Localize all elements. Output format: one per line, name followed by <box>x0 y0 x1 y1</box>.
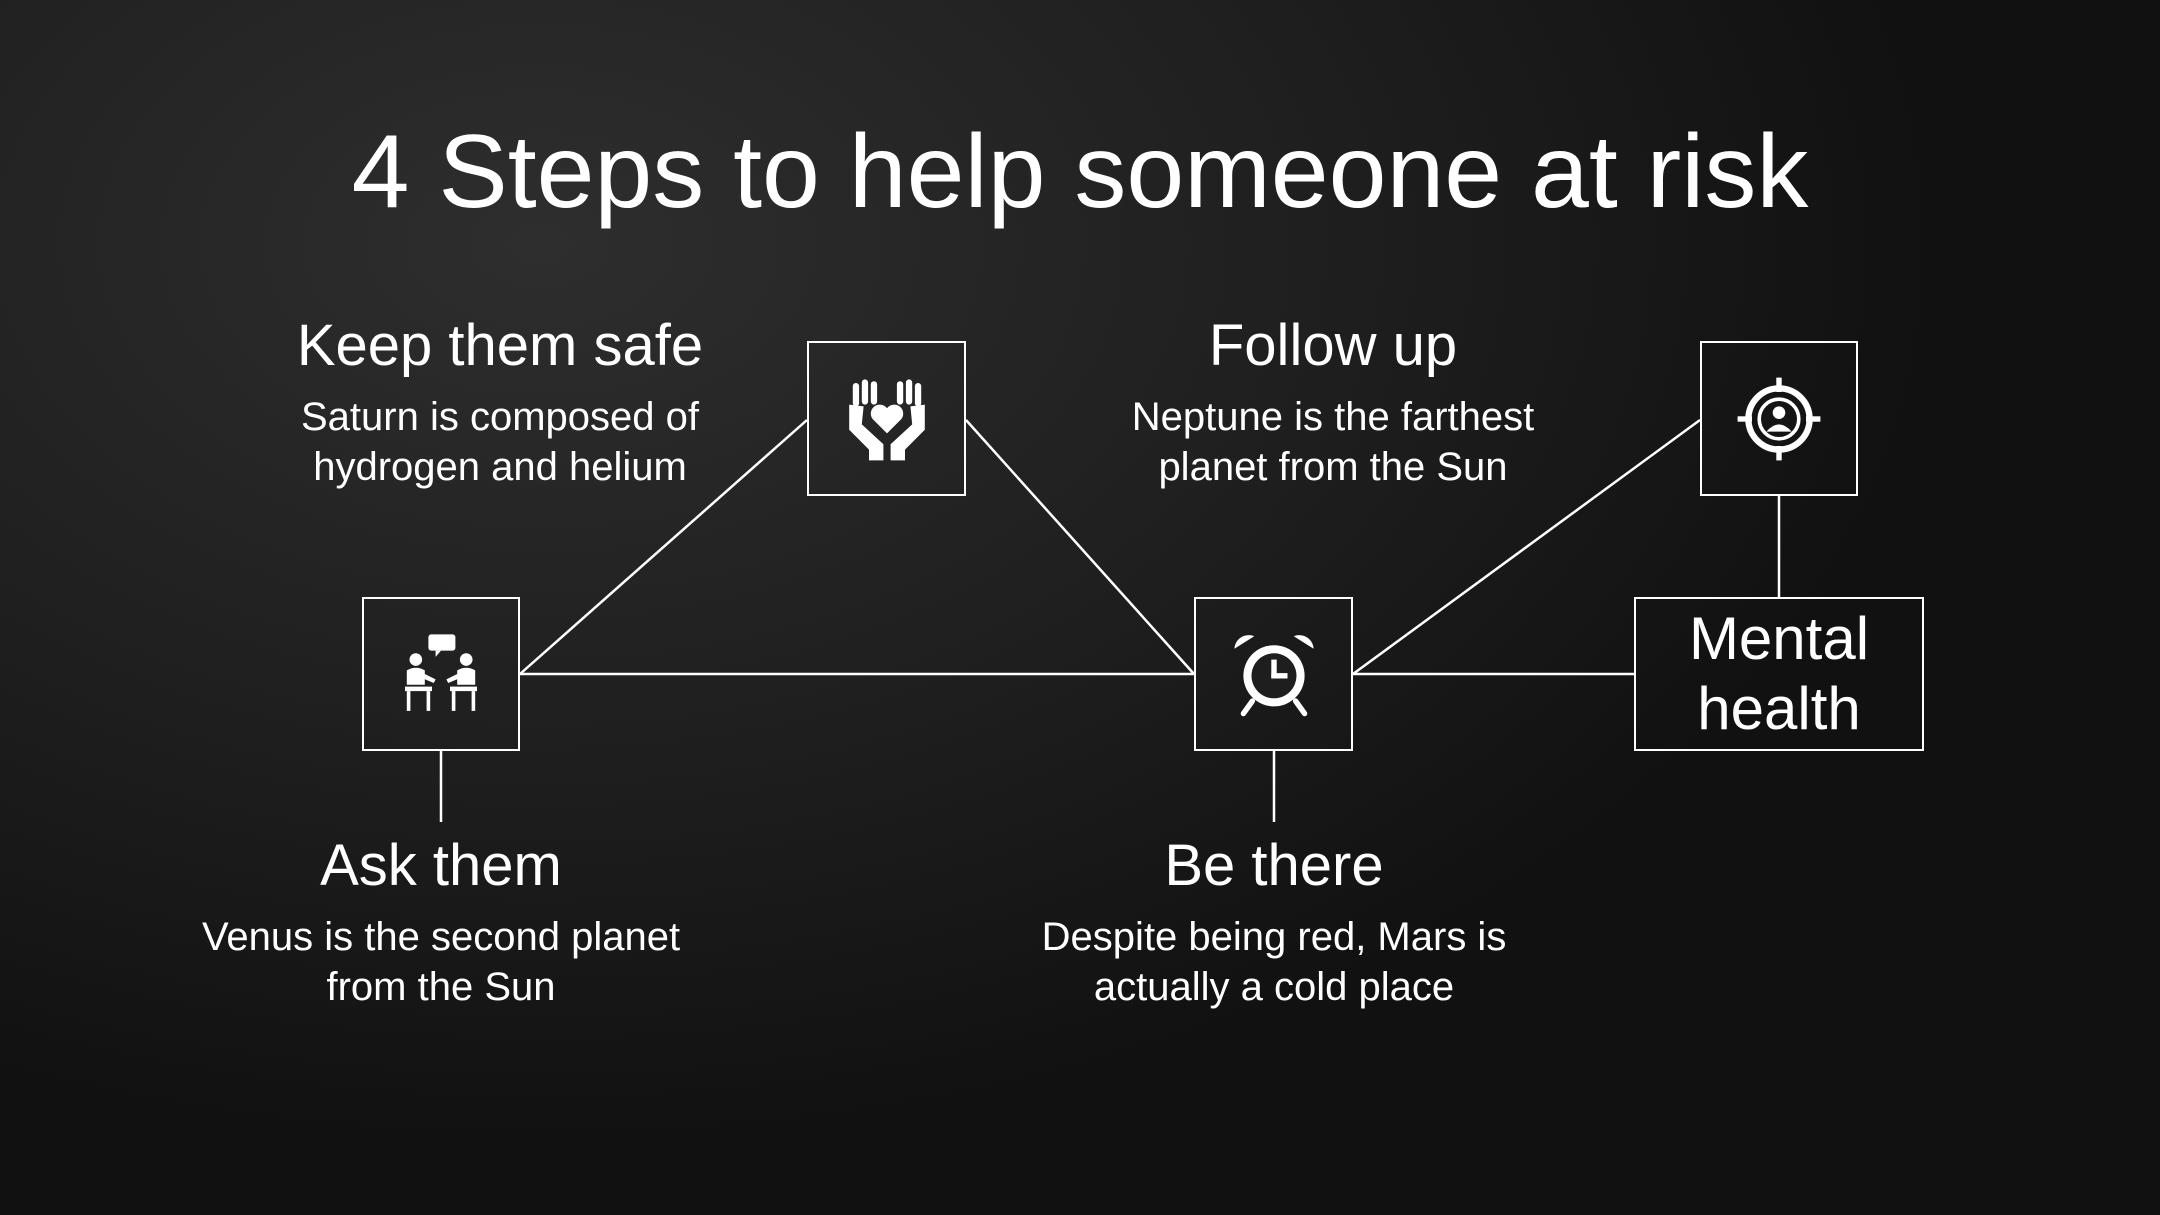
center-label: Mental health <box>1689 604 1869 744</box>
slide-title: 4 Steps to help someone at risk <box>351 114 1809 230</box>
step-description: Venus is the second planet from the Sun <box>141 912 741 1012</box>
hands-heart-icon <box>848 378 925 460</box>
step-description-line1: Venus is the second planet <box>201 915 681 959</box>
step-description: Neptune is the farthest planet from the … <box>1033 392 1633 492</box>
alarm-clock-icon <box>1233 635 1314 717</box>
step-heading: Keep them safe <box>296 313 704 378</box>
step-description-line2: hydrogen and helium <box>313 445 687 489</box>
step-description-line1: Neptune is the farthest <box>1131 395 1535 439</box>
step-description-line2: actually a cold place <box>1093 965 1455 1009</box>
step-heading: Be there <box>1164 833 1384 898</box>
step-description: Saturn is composed of hydrogen and heliu… <box>200 392 800 492</box>
step-be-there: Be there Despite being red, Mars is actu… <box>974 832 1574 1012</box>
step-description-line2: planet from the Sun <box>1158 445 1508 489</box>
conversation-icon <box>405 634 477 711</box>
step-description-line1: Saturn is composed of <box>301 395 699 439</box>
step-description: Despite being red, Mars is actually a co… <box>974 912 1574 1012</box>
node-keep-them-safe <box>807 341 966 496</box>
node-mental-health: Mental health <box>1634 597 1924 751</box>
step-keep-them-safe: Keep them safe Saturn is composed of hyd… <box>200 312 800 492</box>
line-safe-to-there <box>965 419 1195 675</box>
step-description-line1: Despite being red, Mars is <box>1041 915 1507 959</box>
step-follow-up: Follow up Neptune is the farthest planet… <box>1033 312 1633 492</box>
person-target-icon <box>1737 377 1821 460</box>
center-label-line2: health <box>1697 675 1861 742</box>
step-heading: Ask them <box>320 833 562 898</box>
line-there-to-follow <box>1352 418 1701 676</box>
node-ask-them <box>362 597 520 751</box>
step-ask-them: Ask them Venus is the second planet from… <box>141 832 741 1012</box>
step-description-line2: from the Sun <box>326 965 556 1009</box>
center-label-line1: Mental <box>1688 605 1870 672</box>
line-ask-to-safe <box>519 419 808 675</box>
step-heading: Follow up <box>1208 313 1458 378</box>
node-be-there <box>1194 597 1353 751</box>
node-follow-up <box>1700 341 1858 496</box>
